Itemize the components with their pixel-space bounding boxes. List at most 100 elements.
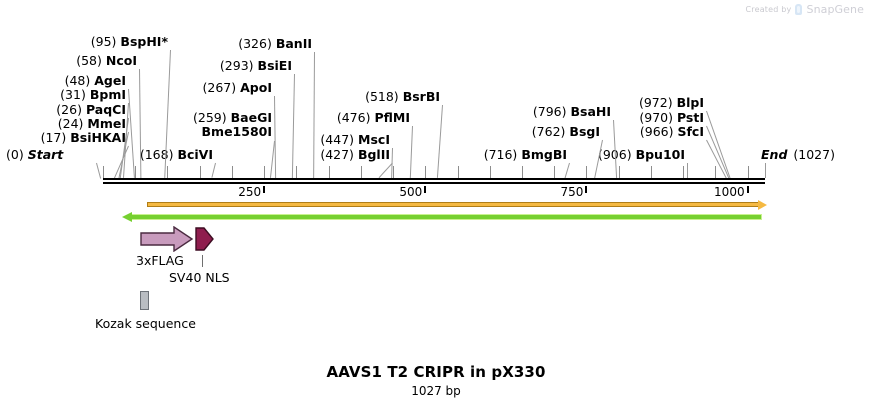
orange-feature-track[interactable] xyxy=(147,200,767,210)
orange-track-arrowhead-icon xyxy=(758,200,767,210)
enzyme-leader-line xyxy=(274,95,277,178)
feature-label-sv40-nls: SV40 NLS xyxy=(169,270,230,285)
end-marker: End (1027) xyxy=(761,148,835,162)
enzyme-position: (966) xyxy=(639,124,674,139)
enzyme-label[interactable]: (518)BsrBI xyxy=(365,90,440,104)
backbone-minor-tick xyxy=(393,166,395,178)
backbone-minor-tick xyxy=(650,166,652,178)
enzyme-label[interactable]: (970)PstI xyxy=(639,111,704,125)
green-track-arrowhead-icon xyxy=(122,212,132,222)
ruler-tick xyxy=(585,186,588,193)
enzyme-name: MscI xyxy=(358,132,390,147)
enzyme-name: PflMI xyxy=(374,110,410,125)
enzyme-leader-line xyxy=(436,104,443,179)
ruler-tick-label: 500 xyxy=(399,185,423,199)
start-label: Start xyxy=(27,147,64,162)
enzyme-position: (326) xyxy=(238,36,272,51)
backbone-minor-tick xyxy=(618,166,620,178)
enzyme-label[interactable]: (762)BsgI xyxy=(532,125,600,139)
feature-arrow-sv40-nls[interactable] xyxy=(194,225,216,253)
backbone-minor-tick xyxy=(489,166,491,178)
ruler-tick xyxy=(424,186,427,193)
enzyme-label[interactable]: (326)BanII xyxy=(238,37,312,51)
enzyme-position: (518) xyxy=(365,89,399,104)
enzyme-name: BaeGI xyxy=(230,110,272,125)
enzyme-label[interactable]: (168)BciVI xyxy=(140,148,213,162)
enzyme-name: ApoI xyxy=(240,80,272,95)
backbone-line-top xyxy=(103,178,765,180)
ruler-tick-label: 1000 xyxy=(714,185,745,199)
enzyme-position: (168) xyxy=(139,147,174,162)
backbone-minor-tick xyxy=(135,166,137,178)
backbone-minor-tick xyxy=(296,166,298,178)
enzyme-label[interactable]: (293)BsiEI xyxy=(220,59,292,73)
ruler-tick xyxy=(263,186,266,193)
enzyme-position: (58) xyxy=(76,53,102,68)
enzyme-position: (26) xyxy=(56,102,82,117)
enzyme-position: (716) xyxy=(483,147,518,162)
start-marker: (0)Start xyxy=(6,148,63,162)
feature-label-kozak-sequence: Kozak sequence xyxy=(95,316,196,331)
end-label: End xyxy=(761,147,788,162)
snapgene-logo-icon xyxy=(795,4,803,15)
enzyme-label[interactable]: (972)BlpI xyxy=(639,96,704,110)
enzyme-label[interactable]: (48)AgeI xyxy=(65,74,126,88)
ruler-tick-label: 750 xyxy=(560,185,584,199)
enzyme-position: (48) xyxy=(64,73,91,88)
enzyme-name-secondary: Bme1580I xyxy=(201,124,272,139)
end-position: (1027) xyxy=(793,147,835,162)
enzyme-name: BciVI xyxy=(177,147,213,162)
enzyme-name: BglII xyxy=(357,147,390,162)
enzyme-position: (970) xyxy=(639,110,673,125)
backbone-minor-tick xyxy=(457,166,459,178)
enzyme-position: (24) xyxy=(57,116,84,131)
ruler-tick-label: 250 xyxy=(238,185,262,199)
enzyme-position: (476) xyxy=(336,110,371,125)
title-block: AAVS1 T2 CRIPR in pX330 1027 bp xyxy=(0,363,872,398)
sequence-backbone[interactable] xyxy=(103,178,765,184)
backbone-minor-tick xyxy=(328,166,330,178)
feature-box-kozak-sequence[interactable] xyxy=(140,291,149,310)
enzyme-leader-line xyxy=(211,162,216,179)
enzyme-label[interactable]: (476)PflMI xyxy=(337,111,410,125)
backbone-minor-tick xyxy=(103,166,104,178)
enzyme-name: NcoI xyxy=(105,53,137,68)
enzyme-name: BsiEI xyxy=(257,58,292,73)
start-position: (0) xyxy=(6,147,24,162)
enzyme-label[interactable]: (906)Bpu10I xyxy=(598,148,685,162)
enzyme-label[interactable]: (716)BmgBI xyxy=(484,148,567,162)
enzyme-label[interactable]: (95)BspHI* xyxy=(91,35,168,49)
enzyme-label[interactable]: (24)MmeI xyxy=(58,117,126,131)
enzyme-label[interactable]: (17)BsiHKAI xyxy=(41,131,126,145)
enzyme-name: AgeI xyxy=(94,73,126,88)
enzyme-label[interactable]: (796)BsaHI xyxy=(533,105,611,119)
enzyme-name: BsrBI xyxy=(402,89,440,104)
enzyme-label[interactable]: (26)PaqCI xyxy=(56,103,126,117)
enzyme-label[interactable]: (447)MscI xyxy=(320,133,390,147)
enzyme-leader-line xyxy=(128,88,135,179)
enzyme-name: MmeI xyxy=(87,116,126,131)
enzyme-label[interactable]: (966)SfcI xyxy=(640,125,704,139)
enzyme-name: BpmI xyxy=(89,87,126,102)
enzyme-position: (259) xyxy=(193,110,227,125)
watermark-prefix: Created by xyxy=(745,5,792,14)
backbone-minor-tick xyxy=(554,166,556,178)
enzyme-label[interactable]: (31)BpmI xyxy=(60,88,126,102)
enzyme-label[interactable]: (58)NcoI xyxy=(76,54,137,68)
backbone-minor-tick xyxy=(231,166,233,178)
green-feature-track[interactable] xyxy=(122,212,762,222)
feature-arrow-3xflag[interactable] xyxy=(140,226,194,252)
enzyme-position: (427) xyxy=(320,147,354,162)
enzyme-leader-line xyxy=(564,162,570,179)
enzyme-position: (267) xyxy=(202,80,237,95)
enzyme-label[interactable]: (267)ApoI xyxy=(203,81,273,95)
enzyme-position: (31) xyxy=(60,87,86,102)
enzyme-leader-line xyxy=(409,125,413,179)
enzyme-label[interactable]: (427)BglII xyxy=(320,148,390,162)
enzyme-name: BsgI xyxy=(569,124,600,139)
enzyme-leader-line xyxy=(706,125,730,179)
backbone-minor-tick xyxy=(199,166,201,178)
snapgene-watermark: Created by SnapGene xyxy=(745,3,864,16)
enzyme-name: BsiHKAI xyxy=(70,130,126,145)
